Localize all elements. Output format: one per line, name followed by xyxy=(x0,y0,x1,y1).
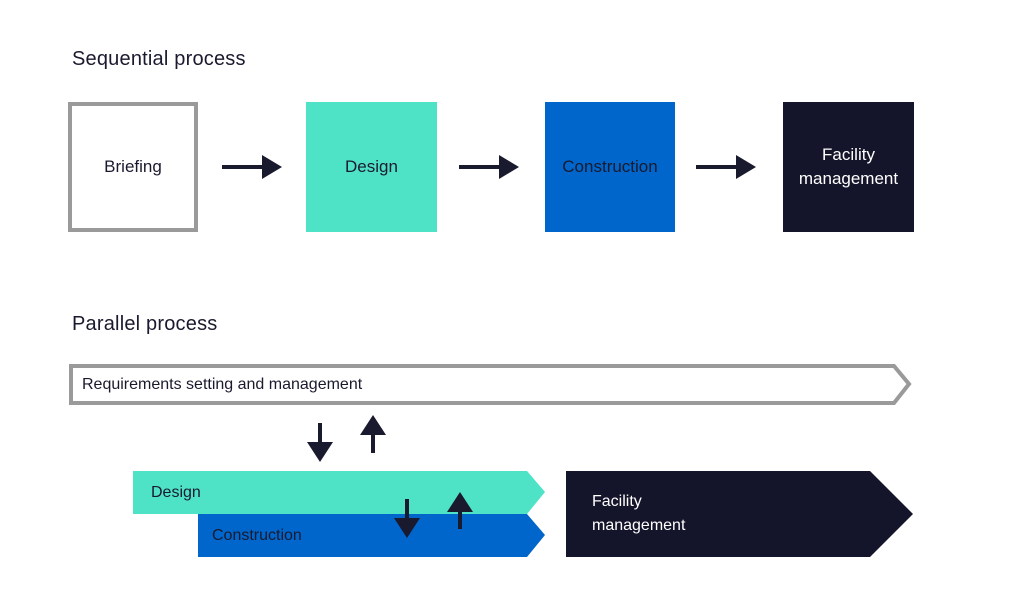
facility-management-band xyxy=(566,471,913,557)
up-arrow-icon xyxy=(360,415,386,453)
requirements-band xyxy=(69,364,912,405)
sequential-process-heading: Sequential process xyxy=(72,48,246,70)
facility-band-label-line1: Facility xyxy=(592,493,642,510)
construction-band-label: Construction xyxy=(212,527,302,544)
step-construction-label: Construction xyxy=(562,157,658,176)
right-arrow-icon xyxy=(696,155,756,179)
step-construction: Construction xyxy=(545,102,675,232)
design-band-label: Design xyxy=(151,484,201,501)
step-design: Design xyxy=(306,102,437,232)
step-facility-management-label: Facility management xyxy=(798,145,899,188)
step-design-label: Design xyxy=(345,157,398,176)
up-arrow-icon xyxy=(447,492,473,529)
right-arrow-icon xyxy=(222,155,282,179)
step-facility-management: Facility management xyxy=(783,102,914,232)
step-briefing-label: Briefing xyxy=(104,157,162,176)
requirements-band-label: Requirements setting and management xyxy=(82,376,363,393)
design-band xyxy=(133,471,545,514)
parallel-process-heading: Parallel process xyxy=(72,313,218,335)
right-arrow-icon xyxy=(459,155,519,179)
facility-band-label-line2: management xyxy=(592,517,686,534)
down-arrow-icon xyxy=(394,499,420,538)
down-arrow-icon xyxy=(307,423,333,462)
step-briefing: Briefing xyxy=(68,102,198,232)
